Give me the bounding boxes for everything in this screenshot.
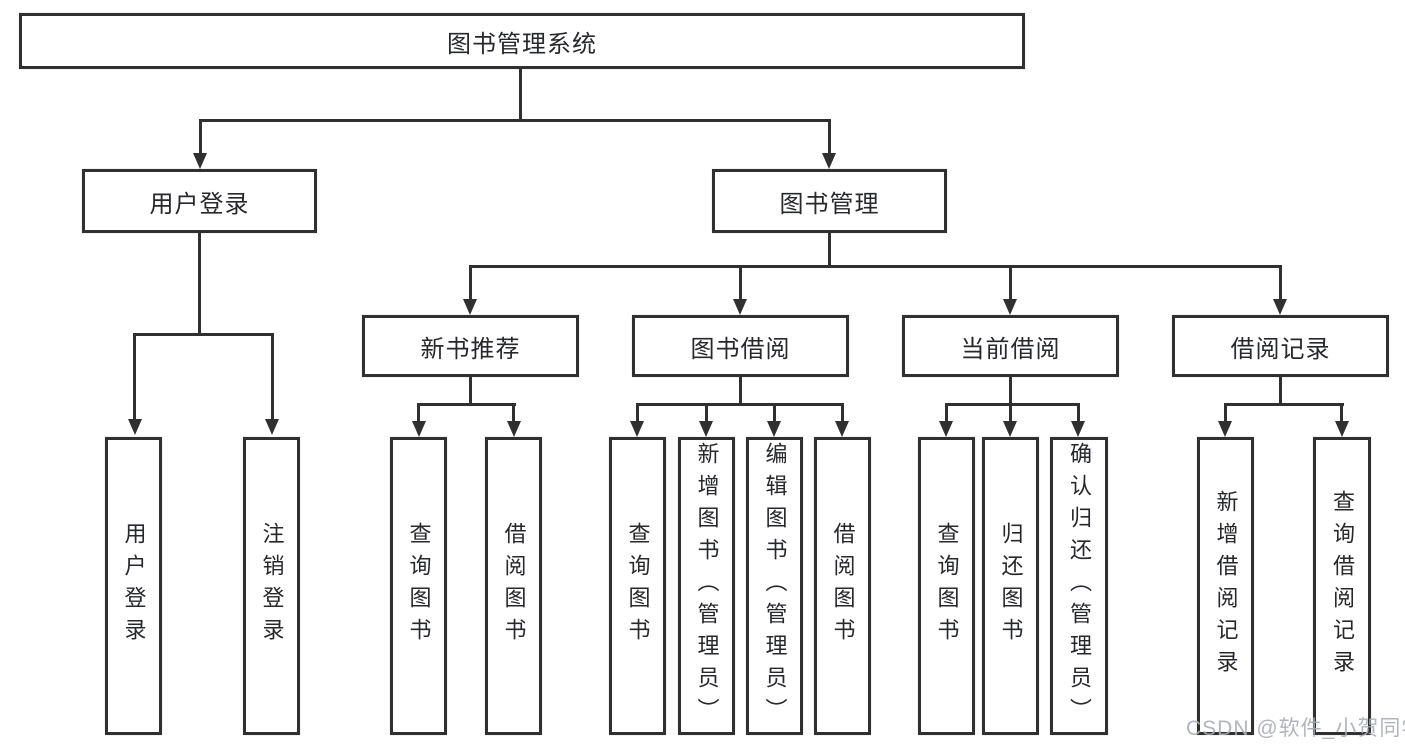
connector-line (1279, 265, 1282, 301)
node-new-book-recommend-label: 新书推荐 (420, 335, 521, 363)
node-book-management-label: 图书管理 (779, 190, 880, 218)
connector-line (133, 333, 274, 336)
connector-line (469, 377, 472, 405)
connector-line (1224, 403, 1227, 421)
leaf-br-query-record-label: 查询借阅记录 (1330, 490, 1355, 682)
connector-line (133, 333, 136, 421)
connector-line (773, 403, 776, 421)
connector-line (1340, 403, 1343, 421)
leaf-br-query-record: 查询借阅记录 (1313, 437, 1371, 735)
connector-line (841, 403, 844, 421)
connector-arrow-icon (412, 421, 426, 437)
connector-line (417, 403, 420, 421)
node-root: 图书管理系统 (19, 13, 1025, 69)
connector-arrow-icon (822, 153, 836, 169)
leaf-user-login: 用户登录 (105, 437, 162, 735)
leaf-bb-edit-books-label: 编辑图书（管理员） (762, 442, 788, 730)
node-root-label: 图书管理系统 (447, 30, 597, 58)
connector-line (945, 403, 948, 421)
connector-line (418, 403, 516, 406)
connector-line (739, 377, 742, 405)
node-user-login-branch-label: 用户登录 (149, 190, 250, 218)
leaf-bb-add-books-label: 新增图书（管理员） (694, 442, 720, 730)
node-user-login-branch: 用户登录 (82, 169, 317, 233)
connector-arrow-icon (463, 299, 477, 315)
node-borrowing-records: 借阅记录 (1172, 315, 1389, 377)
connector-line (271, 333, 274, 421)
leaf-logout-label: 注销登录 (259, 522, 285, 650)
connector-arrow-icon (1273, 299, 1287, 315)
connector-arrow-icon (1071, 421, 1085, 437)
connector-arrow-icon (835, 421, 849, 437)
connector-arrow-icon (265, 419, 279, 435)
leaf-bb-query-books: 查询图书 (609, 437, 666, 735)
leaf-bb-add-books: 新增图书（管理员） (678, 437, 735, 735)
connector-line (469, 265, 1282, 268)
connector-line (199, 119, 831, 122)
leaf-cb-query-books-label: 查询图书 (934, 522, 960, 650)
connector-arrow-icon (1218, 421, 1232, 437)
node-new-book-recommend: 新书推荐 (362, 315, 579, 377)
connector-arrow-icon (1003, 299, 1017, 315)
connector-line (828, 233, 831, 267)
leaf-nbr-borrow-books-label: 借阅图书 (501, 522, 527, 650)
node-current-borrowing-label: 当前借阅 (960, 335, 1061, 363)
connector-line (1224, 403, 1344, 406)
connector-arrow-icon (1335, 421, 1349, 437)
leaf-cb-query-books: 查询图书 (918, 437, 975, 735)
leaf-cb-confirm-return-label: 确认归还（管理员） (1067, 442, 1092, 730)
connector-arrow-icon (733, 299, 747, 315)
connector-line (945, 403, 1080, 406)
leaf-bb-edit-books: 编辑图书（管理员） (746, 437, 803, 735)
connector-line (512, 403, 515, 421)
leaf-br-add-record-label: 新增借阅记录 (1213, 490, 1239, 682)
node-book-borrowing: 图书借阅 (632, 315, 849, 377)
connector-arrow-icon (193, 153, 207, 169)
connector-line (1009, 377, 1012, 405)
connector-arrow-icon (939, 421, 953, 437)
connector-line (636, 403, 844, 406)
connector-arrow-icon (699, 421, 713, 437)
connector-line (1009, 265, 1012, 301)
connector-line (1009, 403, 1012, 421)
connector-line (1077, 403, 1080, 421)
leaf-bb-borrow-books: 借阅图书 (814, 437, 871, 735)
connector-line (705, 403, 708, 421)
leaf-br-add-record: 新增借阅记录 (1197, 437, 1254, 735)
leaf-bb-query-books-label: 查询图书 (625, 522, 651, 650)
leaf-logout: 注销登录 (243, 437, 300, 735)
connector-line (469, 265, 472, 301)
connector-arrow-icon (128, 419, 142, 435)
connector-line (198, 233, 201, 335)
watermark: CSDN @软件_小贺同学 (1186, 717, 1405, 740)
node-book-borrowing-label: 图书借阅 (690, 335, 791, 363)
leaf-nbr-borrow-books: 借阅图书 (485, 437, 542, 735)
connector-arrow-icon (630, 421, 644, 437)
connector-line (199, 119, 202, 155)
leaf-cb-return-books-label: 归还图书 (998, 522, 1024, 650)
node-borrowing-records-label: 借阅记录 (1230, 335, 1331, 363)
connector-arrow-icon (1003, 421, 1017, 437)
leaf-user-login-label: 用户登录 (121, 522, 147, 650)
connector-line (1279, 377, 1282, 405)
leaf-cb-confirm-return: 确认归还（管理员） (1050, 437, 1108, 735)
leaf-nbr-query-books: 查询图书 (390, 437, 447, 735)
connector-line (828, 119, 831, 155)
node-current-borrowing: 当前借阅 (902, 315, 1119, 377)
connector-line (636, 403, 639, 421)
leaf-cb-return-books: 归还图书 (982, 437, 1039, 735)
leaf-bb-borrow-books-label: 借阅图书 (830, 522, 856, 650)
leaf-nbr-query-books-label: 查询图书 (406, 522, 432, 650)
connector-arrow-icon (767, 421, 781, 437)
connector-line (519, 69, 522, 119)
connector-arrow-icon (507, 421, 521, 437)
node-book-management: 图书管理 (712, 169, 947, 233)
connector-line (739, 265, 742, 301)
